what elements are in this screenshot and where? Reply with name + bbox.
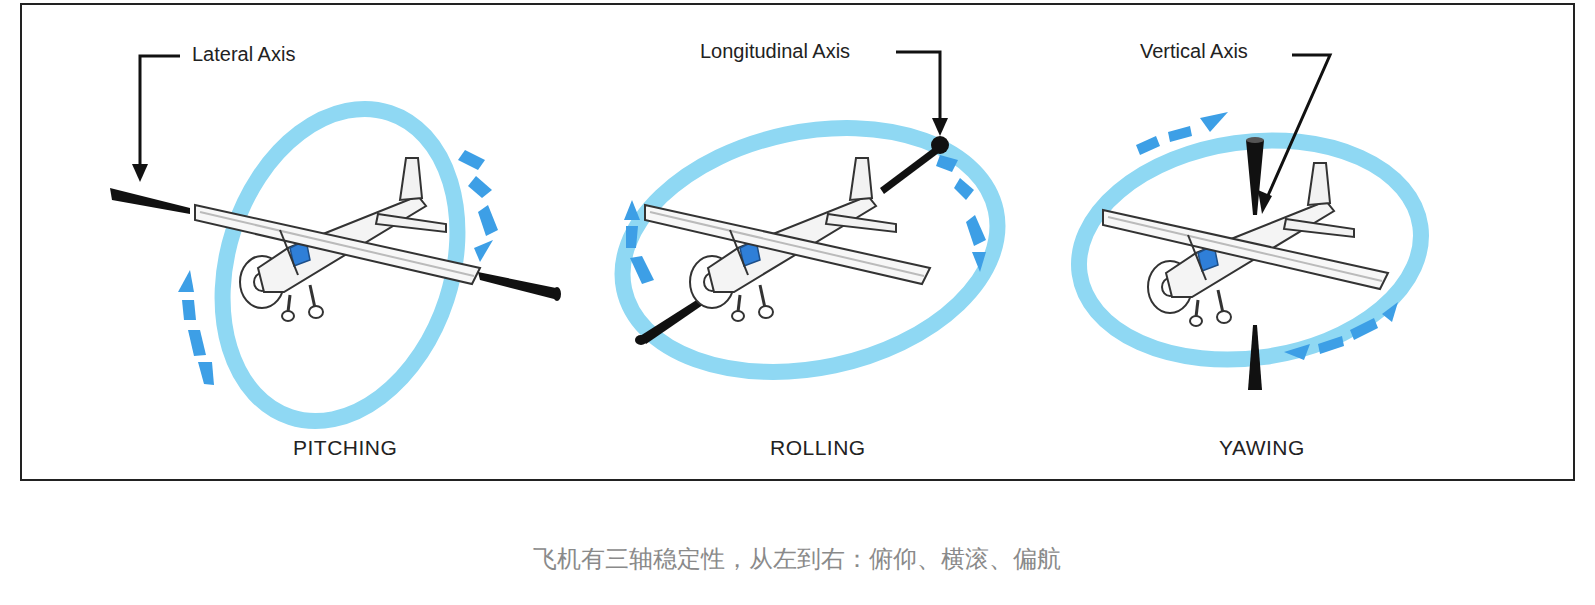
motion-label: ROLLING — [770, 436, 866, 460]
axis-label: Vertical Axis — [1140, 40, 1248, 63]
axis-label: Longitudinal Axis — [700, 40, 850, 63]
motion-label: PITCHING — [293, 436, 397, 460]
caption: 飞机有三轴稳定性，从左到右：俯仰、横滚、偏航 — [533, 543, 1061, 575]
motion-label: YAWING — [1219, 436, 1305, 460]
axis-label: Lateral Axis — [192, 43, 295, 66]
